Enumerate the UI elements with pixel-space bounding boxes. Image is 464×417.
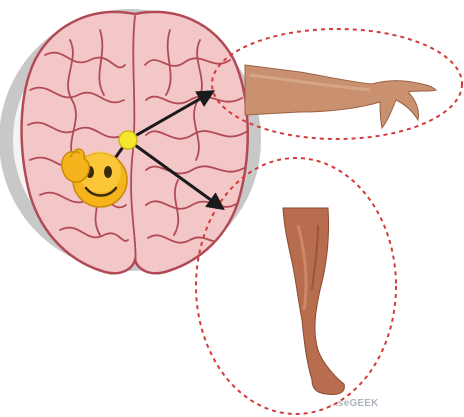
center-dot (119, 131, 137, 149)
arm-photo (245, 65, 436, 128)
watermark-text: ...seGEEK (329, 398, 379, 409)
leg-photo (283, 208, 344, 395)
